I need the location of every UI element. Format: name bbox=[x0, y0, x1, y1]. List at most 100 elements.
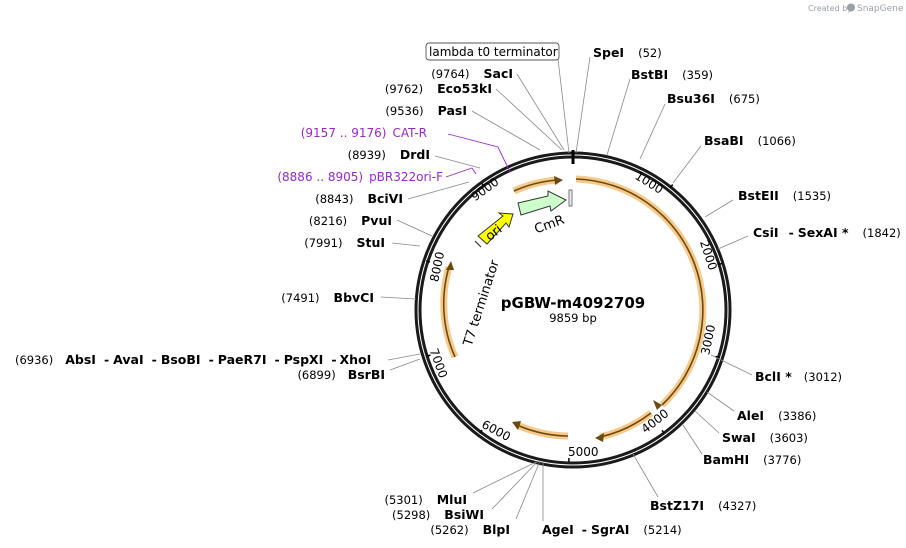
leader-bbvci bbox=[380, 296, 417, 300]
site-agei-name: AgeI bbox=[542, 522, 574, 537]
site-absi-group: (6936)AbsI-AvaI-BsoBI-PaeR7I-PspXI-XhoI bbox=[15, 352, 371, 367]
site-bsteii-pos: (1535) bbox=[793, 189, 831, 203]
snapgene-credit: Created by SnapGene bbox=[808, 3, 904, 14]
site-bbvci: (7491)BbvCI bbox=[281, 290, 374, 305]
site-alei-name: AleI bbox=[737, 408, 764, 423]
primer-cat-r-name: CAT-R bbox=[392, 126, 427, 140]
site-spei-pos: (52) bbox=[638, 46, 662, 60]
site-sexai-name: SexAI * bbox=[798, 225, 849, 240]
site-bsiwi: (5298)BsiWI bbox=[392, 507, 484, 522]
leader-lines bbox=[380, 56, 753, 521]
leader-bamhi bbox=[682, 424, 703, 455]
feature-arc-right bbox=[575, 175, 707, 408]
site-bstz17i-pos: (4327) bbox=[718, 499, 756, 513]
site-bcivi-name: BciVI bbox=[367, 191, 403, 206]
feature-arc-bottom-line bbox=[516, 424, 569, 437]
leader-blpi bbox=[515, 460, 541, 520]
site-bsu36i-name: Bsu36I bbox=[667, 91, 715, 106]
site-csii-pos: (1842) bbox=[863, 226, 901, 240]
site-stui-name: StuI bbox=[356, 235, 385, 250]
feature-arc-top bbox=[512, 176, 558, 195]
leader-saci bbox=[516, 73, 565, 151]
site-bsabi-name: BsaBI bbox=[704, 133, 744, 148]
site-bcli-pos: (3012) bbox=[804, 370, 842, 384]
site-bsiwi-pos: (5298) bbox=[392, 508, 430, 522]
lambda-t0-terminator-feature: lambda t0 terminator bbox=[425, 42, 560, 61]
leader-bsrbi bbox=[389, 358, 421, 371]
site-mlui: (5301)MluI bbox=[384, 492, 467, 507]
site-swai: SwaI(3603) bbox=[722, 430, 808, 445]
leader-bstz17i bbox=[632, 453, 659, 498]
feature-arc-top-arrow bbox=[554, 176, 563, 185]
site-bsu36i: Bsu36I (675) bbox=[667, 91, 760, 106]
site-bsrbi-name: BsrBI bbox=[348, 367, 385, 382]
primer-cat-r-range: (9157 .. 9176) bbox=[301, 126, 387, 140]
site-bamhi: BamHI (3776) bbox=[703, 452, 801, 467]
plasmid-name: pGBW-m4092709 bbox=[501, 294, 645, 312]
site-drdi-name: DrdI bbox=[400, 147, 430, 162]
site-pasi: (9536)PasI bbox=[385, 103, 467, 118]
restriction-sites-right: SpeI(52) BstBI(359) Bsu36I(675) BsaBI(10… bbox=[542, 45, 901, 537]
site-swai-pos: (3603) bbox=[770, 431, 808, 445]
plasmid-center-labels: pGBW-m4092709 9859 bp bbox=[501, 294, 645, 325]
site-absi-name: AbsI bbox=[65, 352, 96, 367]
site-bsabi-pos: (1066) bbox=[758, 134, 796, 148]
site-stui-pos: (7991) bbox=[304, 236, 342, 250]
site-paer7i-name: PaeR7I bbox=[218, 352, 267, 367]
site-bstbi: BstBI(359) bbox=[631, 67, 713, 82]
leader-bcli bbox=[710, 354, 753, 376]
lambda-t0-terminator-mark bbox=[568, 189, 573, 207]
site-bsabi: BsaBI (1066) bbox=[704, 133, 796, 148]
leader-pvui bbox=[396, 219, 433, 237]
tick-1000 bbox=[669, 184, 674, 189]
ori-feature-arrow bbox=[477, 212, 514, 245]
site-csii-sep: - bbox=[789, 225, 794, 240]
site-saci-pos: (9764) bbox=[431, 67, 469, 81]
t7-terminator-mark bbox=[474, 240, 482, 248]
site-bcli-name: BclI * bbox=[755, 369, 792, 384]
site-blpi-name: BlpI bbox=[483, 522, 510, 537]
backbone bbox=[414, 150, 732, 469]
site-bstz17i: BstZ17I (4327) bbox=[650, 498, 756, 513]
leader-bstbi bbox=[606, 78, 631, 156]
restriction-sites-left: (5262)BlpI (5298)BsiWI (5301)MluI (6899)… bbox=[15, 66, 513, 537]
inner-features: CmR ori T7 terminator bbox=[461, 189, 573, 349]
tick-2000 bbox=[717, 262, 723, 266]
site-agei-sep: - bbox=[582, 522, 587, 537]
feature-arcs bbox=[440, 175, 707, 442]
leader-alei bbox=[706, 391, 735, 412]
site-avai-name: AvaI bbox=[113, 352, 143, 367]
lambda-t0-label-box bbox=[425, 42, 560, 61]
snapgene-logo-icon bbox=[847, 3, 855, 12]
tick-7000 bbox=[426, 354, 431, 358]
leader-drdi bbox=[434, 155, 481, 169]
leader-stui bbox=[391, 242, 421, 247]
feature-arc-lower-arrow bbox=[595, 433, 604, 442]
site-saci: (9764) SacI bbox=[431, 66, 513, 81]
leader-cat-r bbox=[447, 133, 511, 173]
site-bsu36i-pos: (675) bbox=[729, 92, 760, 106]
feature-arc-right-arrow bbox=[653, 400, 662, 410]
primer-pbr322ori-f: (8886 .. 8905)pBR322ori-F bbox=[277, 170, 443, 184]
primer-pbr322ori-f-name: pBR322ori-F bbox=[369, 170, 443, 184]
site-bamhi-pos: (3776) bbox=[763, 453, 801, 467]
sep-3: - bbox=[209, 352, 214, 367]
site-pvui-pos: (8216) bbox=[309, 214, 347, 228]
site-mlui-pos: (5301) bbox=[384, 493, 422, 507]
sep-4: - bbox=[275, 352, 280, 367]
site-sgrai-name: SgrAI bbox=[591, 522, 629, 537]
site-saci-name: SacI bbox=[484, 66, 514, 81]
sep-2: - bbox=[152, 352, 157, 367]
site-bcivi-pos: (8843) bbox=[315, 192, 353, 206]
site-csii: CsiI-SexAI *(1842) bbox=[753, 225, 901, 240]
site-agei-pos: (5214) bbox=[643, 523, 681, 537]
site-bamhi-name: BamHI bbox=[703, 452, 749, 467]
site-pasi-name: PasI bbox=[438, 103, 467, 118]
site-eco53ki: (9762)Eco53kI bbox=[385, 81, 492, 96]
site-bbvci-name: BbvCI bbox=[334, 290, 374, 305]
tick-label-8000: 8000 bbox=[427, 250, 447, 283]
site-blpi-pos: (5262) bbox=[430, 523, 468, 537]
sep-5: - bbox=[331, 352, 336, 367]
site-bstz17i-name: BstZ17I bbox=[650, 498, 704, 513]
